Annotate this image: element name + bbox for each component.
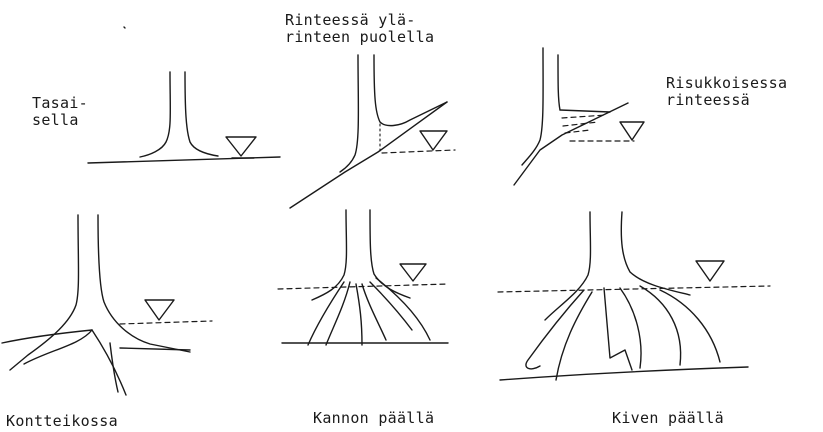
hummock-water-line bbox=[120, 321, 212, 324]
water-level-marker bbox=[145, 300, 174, 320]
stone-root-4 bbox=[620, 288, 641, 368]
hummock-trunk-right bbox=[98, 215, 190, 352]
panel-upslope-drawing bbox=[290, 55, 455, 208]
stone-root-1 bbox=[526, 290, 584, 369]
water-level-marker bbox=[620, 122, 644, 140]
water-level-marker bbox=[696, 261, 724, 281]
panel-flat-drawing bbox=[88, 72, 280, 163]
flat-trunk-left bbox=[140, 72, 170, 157]
upslope-trunk-right bbox=[374, 55, 447, 126]
hummock-trunk-left bbox=[10, 215, 79, 370]
panel-hummock-drawing bbox=[2, 215, 212, 395]
panel-brushy-drawing bbox=[514, 48, 644, 185]
flat-trunk-right bbox=[185, 72, 218, 156]
stump-root-3 bbox=[356, 284, 362, 345]
panel-stump-drawing bbox=[278, 210, 448, 345]
hummock-right-surface bbox=[120, 348, 190, 350]
hummock-inner-root-right bbox=[92, 330, 126, 395]
stone-trunk-right bbox=[621, 212, 690, 295]
upslope-slope-line bbox=[290, 102, 447, 208]
water-level-marker bbox=[420, 131, 447, 150]
stump-root-6 bbox=[376, 278, 430, 340]
stump-root-4 bbox=[362, 284, 386, 340]
brushy-slash-top bbox=[560, 110, 610, 112]
brushy-trunk-right bbox=[558, 55, 560, 110]
stone-ground-line bbox=[500, 367, 748, 380]
panel-stone-drawing bbox=[498, 212, 770, 380]
stone-water-line bbox=[498, 286, 770, 292]
water-level-marker bbox=[400, 264, 426, 281]
brushy-slope-line bbox=[514, 103, 628, 185]
upslope-trunk-left bbox=[340, 55, 358, 172]
brushy-trunk-left bbox=[522, 48, 543, 165]
stone-trunk-left bbox=[545, 212, 591, 320]
scan-speck bbox=[124, 27, 125, 28]
hummock-root-lower bbox=[110, 343, 118, 392]
water-level-marker bbox=[226, 137, 256, 156]
stone-root-6 bbox=[660, 290, 720, 362]
hummock-inner-root-left bbox=[24, 330, 92, 364]
upslope-water-line bbox=[382, 150, 455, 153]
